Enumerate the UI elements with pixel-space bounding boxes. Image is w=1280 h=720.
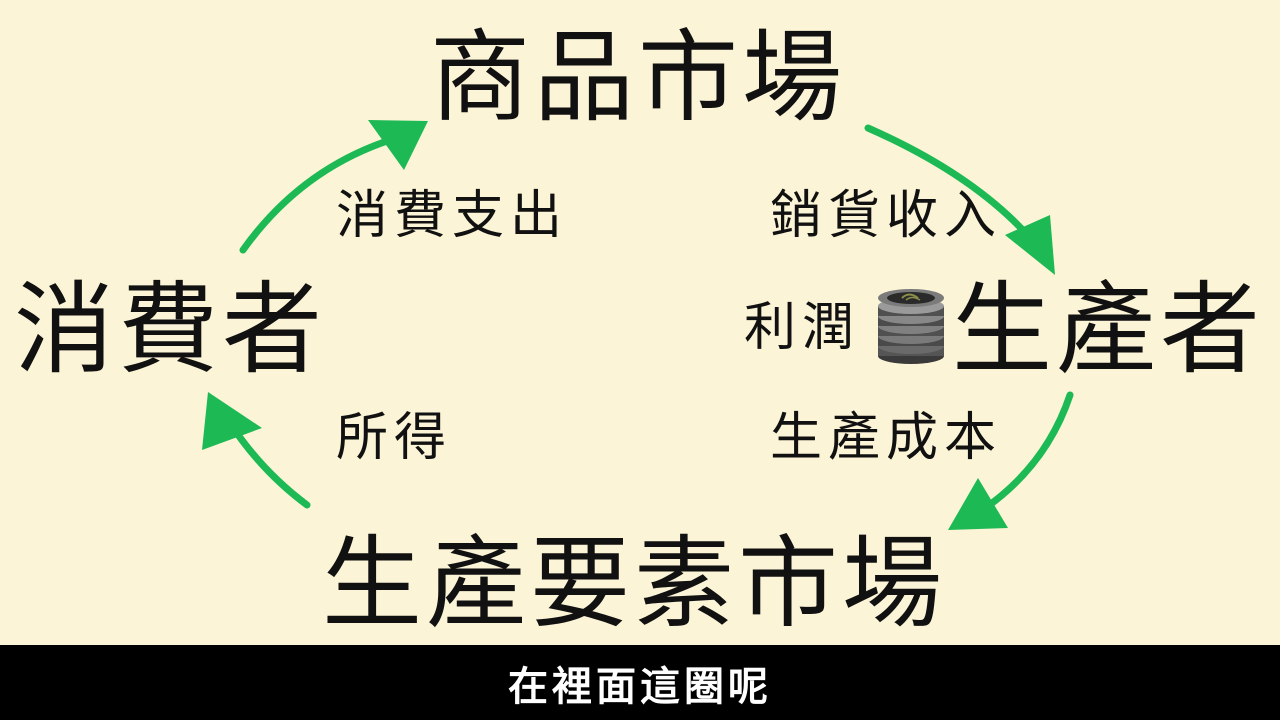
income-label: 所得 [336, 408, 453, 468]
arrow-goods-market-to-producer [864, 124, 1055, 275]
flow-arrows [202, 120, 1074, 530]
goods-market-label: 商品市場 [430, 19, 846, 136]
sales-revenue-label: 銷貨收入 [770, 186, 1003, 246]
circular-flow-diagram: 商品市場 消費者 生產者 生產要素市場 消費支出 銷貨收入 所得 生產成本 利潤 [14, 19, 1264, 642]
arrow-factor-market-to-consumer [202, 392, 311, 509]
factor-market-label: 生產要素市場 [322, 525, 946, 642]
arrow-consumer-to-goods-market [239, 120, 428, 254]
production-cost-label: 生產成本 [770, 408, 1003, 468]
arrow-producer-to-factor-market [948, 391, 1074, 530]
subtitle-text: 在裡面這圈呢 [508, 663, 772, 710]
profit-label: 利潤 [744, 298, 861, 358]
consumer-label: 消費者 [14, 271, 326, 388]
consumer-spending-label: 消費支出 [336, 186, 569, 246]
producer-label: 生產者 [952, 271, 1264, 388]
subtitle-bar: 在裡面這圈呢 [0, 645, 1280, 720]
coin-stack-icon [878, 289, 944, 364]
